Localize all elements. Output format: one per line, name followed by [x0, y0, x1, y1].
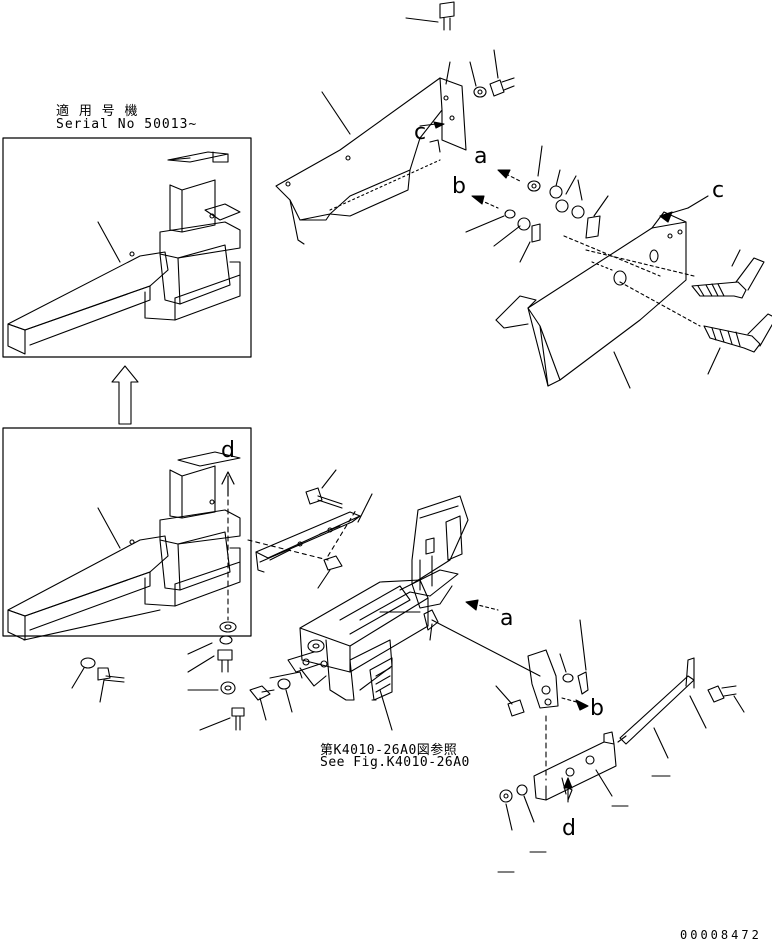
callout-b-mid: b	[590, 696, 604, 721]
upper-cover-left	[275, 61, 467, 245]
main-frame-assembly	[247, 469, 541, 731]
top-fasteners	[405, 1, 515, 98]
callout-d-left: d	[221, 438, 235, 463]
callout-b-top: b	[452, 174, 466, 199]
serial-note-line1: 適 用 号 機	[56, 104, 139, 119]
up-arrow	[111, 365, 139, 425]
serial-inset-panel	[2, 137, 252, 358]
callout-a-top: a	[474, 144, 488, 169]
callout-d-bottom: d	[562, 816, 576, 841]
callout-c-right: c	[712, 178, 725, 203]
callout-c-top: c	[414, 120, 427, 145]
serial-note-line2: Serial No 50013~	[56, 117, 198, 132]
reference-note-jp: 第K4010-26A0図参照	[320, 743, 458, 758]
document-number: 00008472	[680, 928, 762, 942]
reference-note-en: See Fig.K4010-26A0	[320, 755, 470, 770]
upper-cover-right	[495, 195, 772, 389]
lower-right-assembly	[495, 619, 745, 873]
base-fasteners	[23, 609, 293, 731]
cover-fasteners	[465, 145, 609, 263]
callout-a-mid: a	[500, 606, 514, 631]
base-inset-panel	[2, 427, 252, 641]
